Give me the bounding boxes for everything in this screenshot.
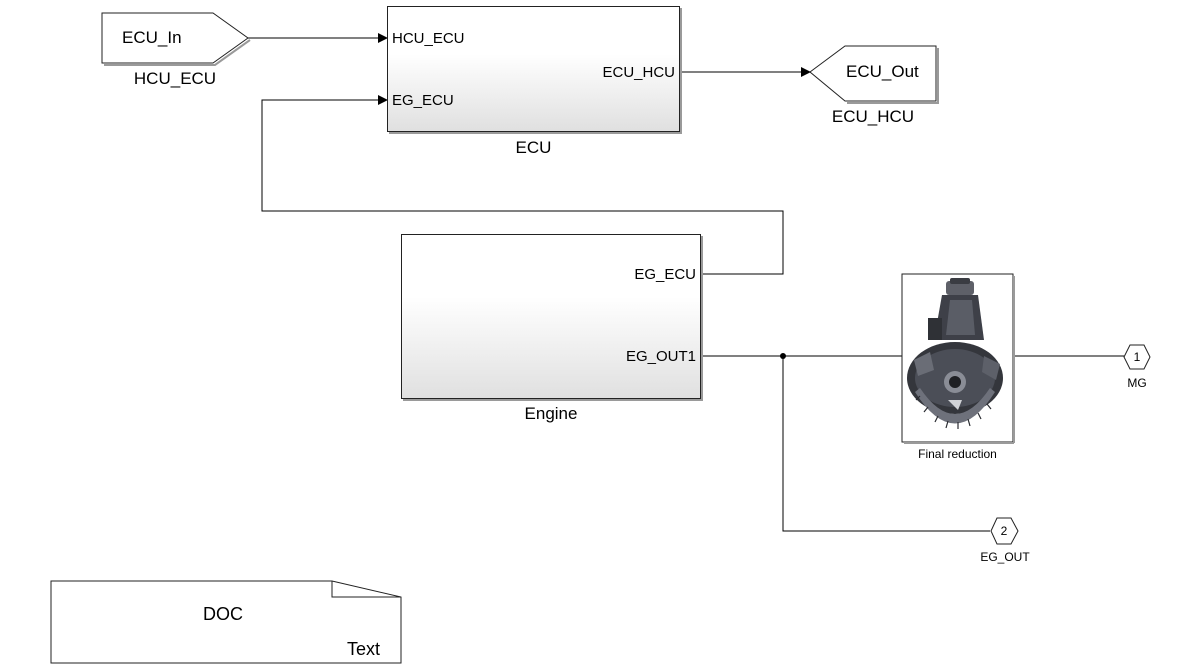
doc-block-subtitle: Text [347, 639, 381, 659]
ecu-block-name: ECU [515, 138, 552, 157]
goto-tag-shape[interactable] [809, 45, 937, 102]
doc-block-title: DOC [203, 604, 243, 624]
ecu-out-port-ecu-hcu[interactable]: ECU_HCU [602, 64, 675, 81]
outport-2-name: EG_OUT [980, 550, 1030, 564]
engine-block-name: Engine [524, 404, 578, 423]
outport-2-shape[interactable] [990, 517, 1019, 545]
branch-point [780, 353, 786, 359]
ecu-block[interactable]: HCU_ECU EG_ECU ECU_HCU [387, 6, 680, 132]
engine-out-port-eg-out1[interactable]: EG_OUT1 [625, 348, 696, 365]
goto-tag-label: ECU_Out [846, 62, 919, 81]
differential-gear-icon [907, 278, 1003, 429]
from-tag-shape[interactable] [101, 12, 249, 64]
engine-out-port-eg-ecu[interactable]: EG_ECU [634, 266, 696, 283]
goto-tag-caption: ECU_HCU [831, 107, 915, 126]
from-tag-label: ECU_In [122, 28, 182, 47]
ecu-in-port-hcu-ecu[interactable]: HCU_ECU [392, 30, 465, 47]
outport-1-shape[interactable] [1123, 344, 1151, 370]
wire-eg-ecu[interactable] [261, 95, 784, 275]
from-tag-caption: HCU_ECU [133, 69, 217, 88]
final-reduction-name: Final reduction [918, 447, 997, 461]
ecu-in-port-eg-ecu[interactable]: EG_ECU [392, 92, 454, 109]
outport-1-name: MG [1127, 376, 1147, 390]
outport-1-number: 1 [1133, 350, 1141, 364]
final-reduction-block[interactable] [901, 273, 1015, 444]
wire-branch-eg-out[interactable] [782, 356, 990, 532]
engine-block[interactable]: EG_ECU EG_OUT1 [401, 234, 701, 399]
doc-block-shape[interactable] [50, 580, 402, 664]
outport-2-number: 2 [1000, 524, 1008, 538]
